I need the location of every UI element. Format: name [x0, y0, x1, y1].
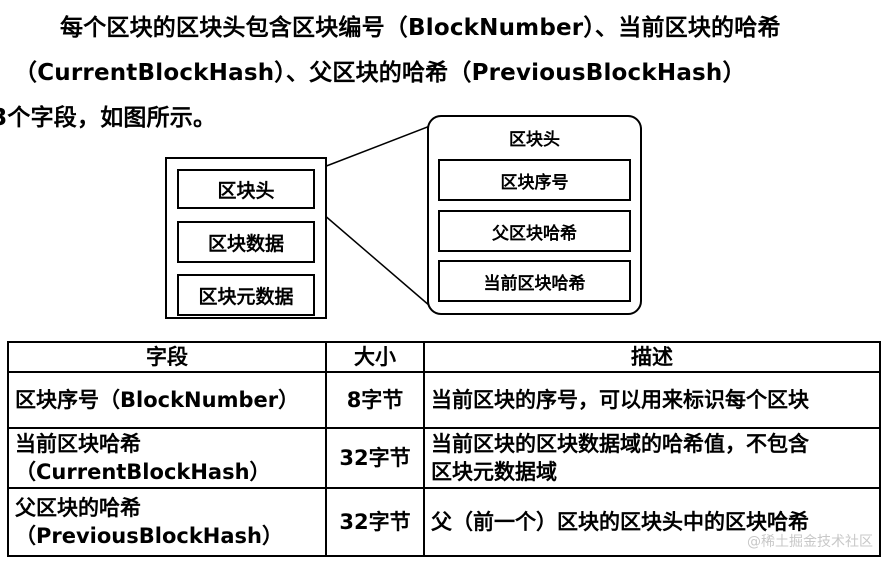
cell-field-line: 区块序号（BlockNumber）	[15, 388, 300, 412]
cell-field: 父区块的哈希 （PreviousBlockHash）	[7, 487, 327, 557]
cell-field-line: 当前区块哈希	[15, 432, 141, 456]
header-field: 字段	[7, 341, 327, 373]
cell-field-line: 父区块的哈希	[15, 496, 141, 520]
table-row: 区块序号（BlockNumber） 8字节 当前区块的序号，可以用来标识每个区块	[7, 371, 881, 429]
connector-line-bottom	[315, 207, 431, 307]
intro-line-3: 等3个字段，如图所示。	[0, 105, 217, 131]
cell-description: 当前区块的序号，可以用来标识每个区块	[423, 371, 881, 429]
cell-size: 32字节	[325, 427, 425, 489]
header-size: 大小	[325, 341, 425, 373]
block-part-data: 区块数据	[177, 221, 315, 263]
cell-desc-line: 当前区块的区块数据域的哈希值，不包含	[431, 432, 809, 456]
header-field-current-hash: 当前区块哈希	[438, 260, 631, 302]
cell-field-line: （PreviousBlockHash）	[15, 524, 283, 548]
block-part-header: 区块头	[177, 169, 315, 209]
watermark-text: @稀土掘金技术社区	[747, 534, 873, 550]
cell-description: 父（前一个）区块的区块头中的区块哈希	[423, 487, 881, 557]
table-row: 父区块的哈希 （PreviousBlockHash） 32字节 父（前一个）区块的…	[7, 487, 881, 557]
header-description: 描述	[423, 341, 881, 373]
cell-desc-line: 当前区块的序号，可以用来标识每个区块	[431, 388, 809, 412]
intro-line-1: 每个区块的区块头包含区块编号（BlockNumber）、当前区块的哈	[60, 15, 758, 41]
header-field-previous-hash: 父区块哈希	[438, 210, 631, 252]
cell-desc-line: 父（前一个）区块的区块头中的区块哈希	[431, 510, 809, 534]
header-field-block-number: 区块序号	[438, 159, 631, 201]
intro-line-2: 希（CurrentBlockHash）、父区块的哈希（PreviousBlock…	[14, 15, 781, 86]
cell-size: 8字节	[325, 371, 425, 429]
table-row: 当前区块哈希 （CurrentBlockHash） 32字节 当前区块的区块数据域…	[7, 427, 881, 489]
cell-field: 当前区块哈希 （CurrentBlockHash）	[7, 427, 327, 489]
cell-field: 区块序号（BlockNumber）	[7, 371, 327, 429]
cell-desc-line: 区块元数据域	[431, 460, 557, 484]
cell-field-line: （CurrentBlockHash）	[15, 460, 271, 484]
cell-size: 32字节	[325, 487, 425, 557]
cell-description: 当前区块的区块数据域的哈希值，不包含区块元数据域	[423, 427, 881, 489]
block-part-metadata: 区块元数据	[177, 274, 315, 316]
block-box	[165, 157, 327, 319]
table-header-row: 字段 大小 描述	[7, 341, 881, 373]
header-detail-box: 区块头 区块序号 父区块哈希 当前区块哈希	[427, 115, 642, 315]
fields-table: 字段 大小 描述 区块序号（BlockNumber） 8字节 当前区块的序号，可…	[7, 341, 881, 557]
intro-paragraph: 每个区块的区块头包含区块编号（BlockNumber）、当前区块的哈希（Curr…	[0, 6, 879, 141]
